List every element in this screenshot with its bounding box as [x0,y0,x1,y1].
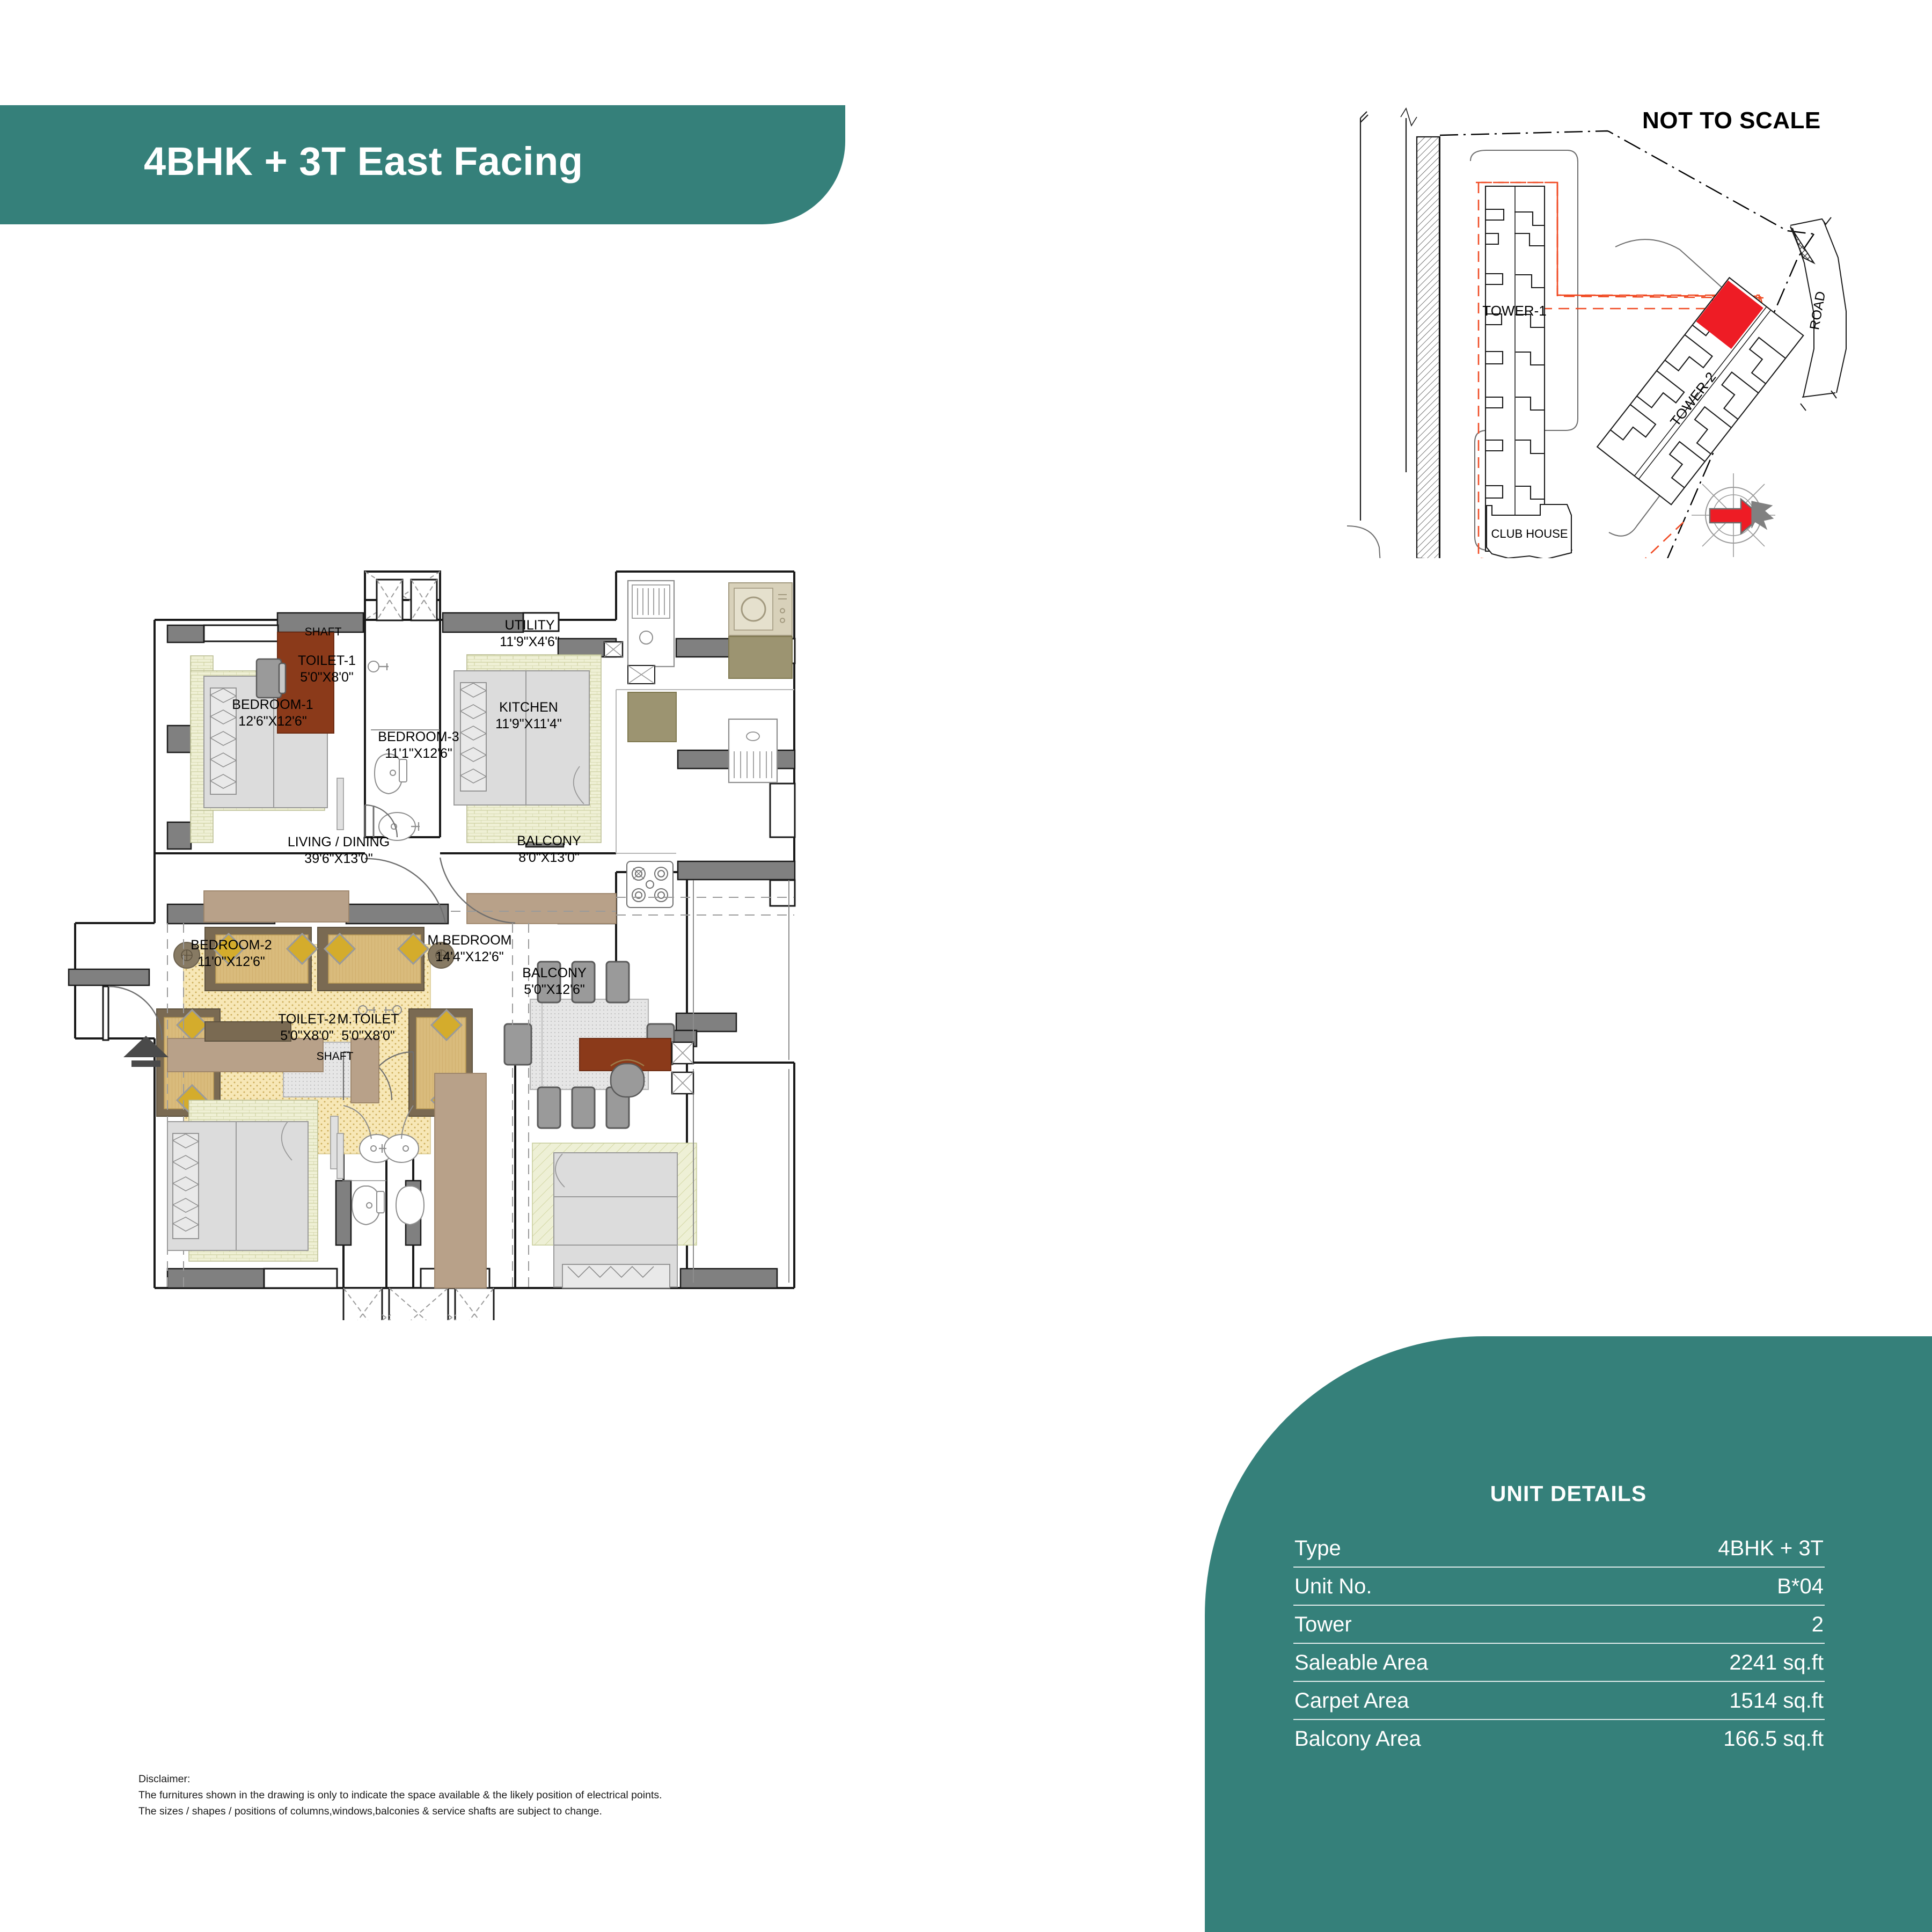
toilet1-fixtures [364,661,420,841]
unit-detail-value: 4BHK + 3T [1718,1536,1824,1560]
unit-detail-value: B*04 [1777,1575,1824,1598]
unit-detail-row: Tower 2 [1293,1606,1825,1644]
unit-detail-value: 166.5 sq.ft [1723,1727,1824,1751]
disclaimer-heading: Disclaimer: [138,1773,191,1785]
bedroom2-furniture [167,1021,339,1262]
bedroom3-furniture [364,654,617,924]
unit-detail-row: Type 4BHK + 3T [1293,1529,1825,1568]
page-title: 4BHK + 3T East Facing [144,139,583,184]
keyplan-highlighted-unit [1696,280,1763,349]
unit-detail-value: 1514 sq.ft [1729,1689,1824,1713]
unit-detail-row: Saleable Area 2241 sq.ft [1293,1644,1825,1682]
floor-plan-drawing [68,570,796,1320]
entrance-direction-arrow [123,1036,169,1067]
unit-detail-key: Balcony Area [1294,1727,1421,1751]
disclaimer-block: Disclaimer: The furnitures shown in the … [138,1771,662,1820]
unit-detail-key: Tower [1294,1613,1352,1636]
stove-burners-icon [632,867,668,902]
utility-fixtures [627,580,793,742]
unit-detail-value: 2 [1811,1613,1824,1636]
unit-detail-key: Type [1294,1536,1341,1560]
mbedroom-furniture [532,1038,697,1289]
not-to-scale-label: NOT TO SCALE [1642,107,1821,134]
unit-details-title: UNIT DETAILS [1490,1481,1647,1506]
unit-detail-key: Saleable Area [1294,1651,1429,1674]
title-banner [0,105,845,224]
gas-stove [626,861,674,908]
unit-detail-row: Unit No. B*04 [1293,1568,1825,1606]
disclaimer-line-2: The sizes / shapes / positions of column… [138,1805,602,1818]
keyplan-clubhouse-label: CLUB HOUSE [1491,527,1568,540]
bedroom1-furniture [190,632,344,843]
north-compass-icon [1692,473,1775,557]
kitchen-fixtures [616,689,794,854]
unit-detail-key: Carpet Area [1294,1689,1409,1713]
mtoilet-fixtures [364,1051,425,1226]
keyplan-tower1-label: TOWER-1 [1482,303,1546,319]
unit-detail-key: Unit No. [1294,1575,1372,1598]
entrance-door [102,985,163,1041]
key-plan: TOWER-1 CLUB HOUSE TOWER-2 [1346,107,1847,558]
disclaimer-line-1: The furnitures shown in the drawing is o… [138,1789,662,1802]
unit-detail-row: Carpet Area 1514 sq.ft [1293,1682,1825,1720]
unit-detail-value: 2241 sq.ft [1729,1651,1824,1674]
unit-detail-row: Balcony Area 166.5 sq.ft [1293,1720,1825,1757]
